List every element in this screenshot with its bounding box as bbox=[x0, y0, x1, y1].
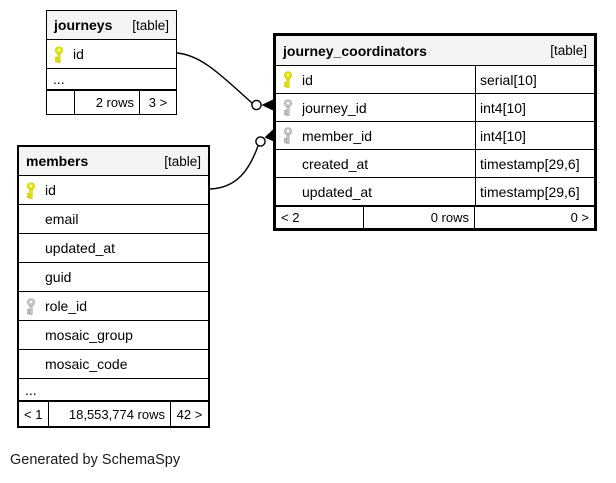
column-type: serial[10] bbox=[475, 66, 594, 93]
foreign-key-icon bbox=[283, 127, 293, 144]
columns-ellipsis-row: ... bbox=[47, 69, 176, 90]
column-row-created-at: created_at timestamp[29,6] bbox=[276, 150, 594, 178]
edge-members-to-journey-coordinators bbox=[209, 128, 274, 190]
table-header[interactable]: journey_coordinators [table] bbox=[276, 36, 594, 66]
prev-columns-cell: < 1 bbox=[19, 402, 49, 426]
column-row-mosaic-code: mosaic_code bbox=[19, 350, 208, 379]
column-row-id: id bbox=[47, 40, 176, 69]
column-type: int4[10] bbox=[475, 94, 594, 121]
column-row-updated-at: updated_at timestamp[29,6] bbox=[276, 178, 594, 206]
column-row-id: id bbox=[19, 176, 208, 205]
column-row-id: id serial[10] bbox=[276, 66, 594, 94]
column-type: timestamp[29,6] bbox=[475, 150, 594, 177]
columns-ellipsis-row: ... bbox=[19, 379, 208, 401]
table-name: journey_coordinators bbox=[283, 42, 427, 59]
table-type-tag: [table] bbox=[550, 43, 587, 58]
column-name: role_id bbox=[45, 298, 88, 314]
next-columns-cell: 3 > bbox=[148, 95, 168, 110]
column-row-role-id: role_id bbox=[19, 292, 208, 321]
edge-journeys-to-journey-coordinators bbox=[176, 52, 274, 111]
column-name: journey_id bbox=[302, 99, 367, 116]
table-footer: 2 rows 3 > bbox=[47, 90, 176, 114]
ellipsis-label: ... bbox=[53, 71, 65, 87]
column-name: guid bbox=[45, 269, 72, 285]
column-name: id bbox=[73, 46, 84, 62]
primary-key-icon bbox=[54, 45, 64, 63]
table-header[interactable]: journeys [table] bbox=[47, 11, 176, 40]
column-name: updated_at bbox=[45, 240, 116, 256]
column-name: mosaic_code bbox=[45, 356, 128, 372]
column-row-updated-at: updated_at bbox=[19, 234, 208, 263]
column-name: member_id bbox=[302, 127, 373, 144]
primary-key-icon bbox=[26, 181, 36, 199]
column-name: updated_at bbox=[302, 183, 373, 200]
column-name: id bbox=[302, 71, 313, 88]
next-columns-cell: 42 > bbox=[176, 406, 203, 422]
row-count-cell: 2 rows bbox=[75, 91, 140, 114]
row-count-cell: 0 rows bbox=[364, 207, 475, 228]
column-row-member-id: member_id int4[10] bbox=[276, 122, 594, 150]
generated-by-caption: Generated by SchemaSpy bbox=[10, 452, 181, 468]
row-count-cell: 18,553,774 rows bbox=[49, 402, 171, 426]
table-node-members[interactable]: members [table] id email updated_at guid bbox=[17, 145, 210, 428]
column-name: mosaic_group bbox=[45, 327, 133, 343]
table-header[interactable]: members [table] bbox=[19, 147, 208, 176]
table-name: members bbox=[26, 153, 89, 169]
table-name: journeys bbox=[54, 17, 113, 33]
ellipsis-label: ... bbox=[25, 381, 37, 398]
column-row-email: email bbox=[19, 205, 208, 234]
table-type-tag: [table] bbox=[132, 17, 169, 33]
column-name: created_at bbox=[302, 155, 369, 172]
table-footer: < 2 0 rows 0 > bbox=[276, 206, 594, 228]
foreign-key-icon bbox=[283, 99, 293, 116]
prev-columns-cell bbox=[47, 91, 75, 114]
next-columns-cell: 0 > bbox=[570, 210, 589, 225]
column-name: id bbox=[45, 182, 56, 198]
column-row-mosaic-group: mosaic_group bbox=[19, 321, 208, 350]
column-type: int4[10] bbox=[475, 122, 594, 149]
table-node-journey-coordinators[interactable]: journey_coordinators [table] id serial[1… bbox=[273, 33, 597, 231]
column-row-guid: guid bbox=[19, 263, 208, 292]
primary-key-icon bbox=[283, 71, 293, 88]
foreign-key-icon bbox=[26, 297, 36, 315]
table-footer: < 1 18,553,774 rows 42 > bbox=[19, 401, 208, 426]
table-node-journeys[interactable]: journeys [table] id ... 2 rows 3 > bbox=[46, 10, 177, 115]
column-name: email bbox=[45, 211, 79, 227]
prev-columns-cell: < 2 bbox=[276, 207, 364, 228]
table-type-tag: [table] bbox=[164, 153, 201, 169]
column-type: timestamp[29,6] bbox=[475, 178, 594, 205]
column-row-journey-id: journey_id int4[10] bbox=[276, 94, 594, 122]
